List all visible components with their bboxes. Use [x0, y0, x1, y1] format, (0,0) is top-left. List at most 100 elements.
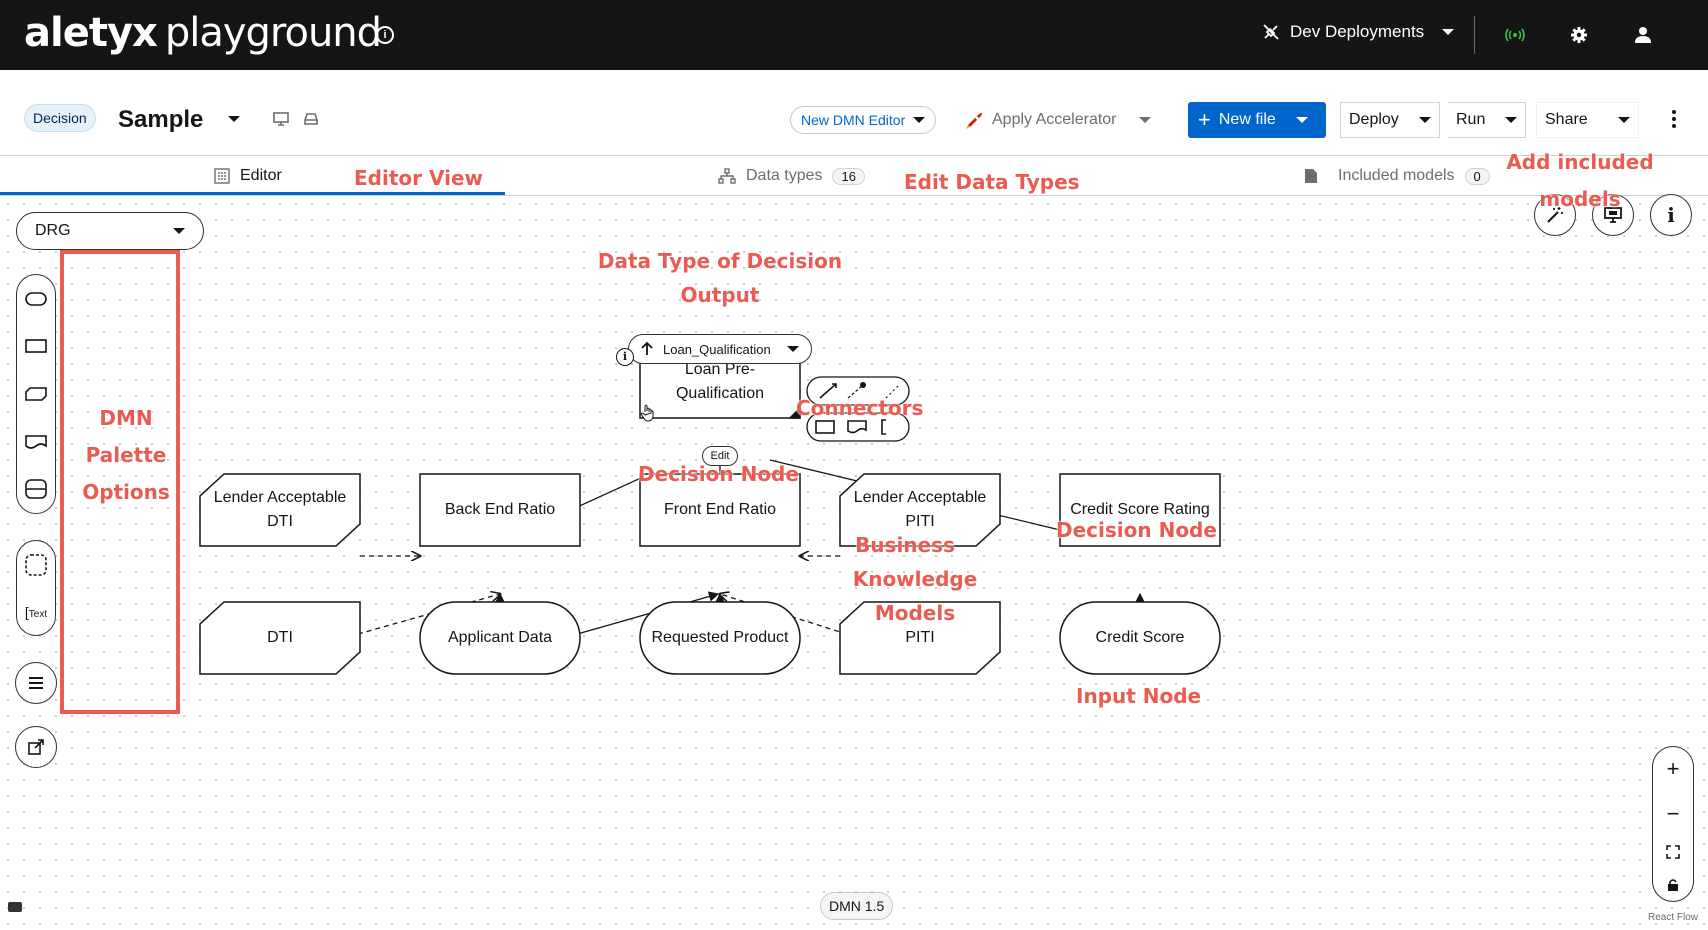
tab-included-models[interactable]: Included models 0 [1304, 156, 1490, 196]
bkm-node-piti[interactable]: PITI [905, 629, 935, 646]
zoom-out-icon[interactable]: − [1666, 800, 1680, 826]
chevron-down-icon [913, 117, 926, 123]
auto-layout-wand-icon[interactable] [1534, 194, 1576, 236]
drg-view-select[interactable]: DRG [16, 212, 204, 250]
edit-node-button[interactable]: Edit [702, 446, 738, 466]
palette-group-icon[interactable] [16, 541, 56, 588]
decision-node-front-end-ratio[interactable]: Front End Ratio [663, 501, 777, 518]
editor-version-select[interactable]: New DMN Editor [790, 106, 937, 134]
palette-annotation: DMN Palette Options [82, 406, 170, 504]
palette-bkm-icon[interactable] [16, 370, 56, 418]
input-node-applicant-data[interactable]: Applicant Data [447, 629, 553, 646]
bkm-node-lender-acceptable-dti[interactable]: Lender Acceptable DTI [213, 489, 347, 530]
rocket-icon [966, 112, 983, 129]
react-flow-attribution[interactable]: React Flow [1648, 912, 1699, 923]
hierarchy-icon [718, 168, 736, 184]
palette-knowledge-source-icon[interactable] [16, 418, 56, 466]
data-type-annotation: Data Type of Decision Output [597, 249, 843, 307]
connectors-popover[interactable] [806, 376, 910, 444]
chevron-down-icon [787, 346, 799, 352]
deployments-label: Dev Deployments [1290, 22, 1425, 41]
list-view-icon[interactable] [15, 662, 57, 704]
annotation-palette: [Text [16, 540, 56, 636]
accelerator-label: Apply Accelerator [992, 111, 1117, 128]
dmn-canvas[interactable]: DRG [Text i DMN Palette Options [0, 194, 1708, 930]
hand-cursor-icon [640, 404, 656, 427]
brand-name: aletyx [24, 10, 158, 56]
plus-icon: + [1198, 107, 1211, 132]
chevron-down-icon [1617, 117, 1630, 123]
editor-view-annotation: Editor View [354, 166, 483, 190]
new-file-label: New file [1218, 111, 1276, 128]
bkm-node-dti[interactable]: DTI [267, 629, 293, 646]
run-button[interactable]: Run [1448, 102, 1527, 138]
share-button[interactable]: Share [1536, 102, 1639, 138]
output-data-type-selector[interactable]: Loan_Qualification [628, 334, 812, 364]
properties-info-icon[interactable]: i [1650, 194, 1692, 236]
decision-node-back-end-ratio[interactable]: Back End Ratio [444, 501, 556, 518]
bkm-annotation: Business Knowledge Models [852, 533, 978, 625]
arrow-up-icon [641, 342, 653, 355]
chevron-down-icon [173, 228, 185, 234]
connection-status-icon[interactable] [1502, 22, 1528, 48]
drg-label: DRG [35, 222, 71, 239]
input-node-annotation: Input Node [1076, 684, 1202, 708]
text-tool-label: Text [28, 608, 48, 620]
new-file-button[interactable]: + New file [1188, 102, 1326, 138]
user-account-icon[interactable] [1630, 22, 1656, 48]
input-node-credit-score[interactable]: Credit Score [1095, 629, 1185, 646]
input-node-requested-product[interactable]: Requested Product [651, 629, 789, 646]
divider [1474, 16, 1475, 54]
tab-data-types-label: Data types [746, 167, 823, 184]
node-palette [16, 274, 56, 514]
dmn-version-badge: DMN 1.5 [820, 892, 894, 920]
kebab-menu-icon[interactable] [1672, 110, 1676, 128]
chevron-down-icon [1295, 117, 1308, 123]
deployments-dropdown[interactable]: Dev Deployments [1262, 22, 1455, 42]
deploy-button[interactable]: Deploy [1340, 102, 1440, 138]
lock-icon[interactable] [1667, 878, 1679, 892]
storage-drive-icon[interactable] [303, 112, 319, 126]
desktop-icon[interactable] [273, 112, 289, 126]
keyboard-shortcuts-icon[interactable] [8, 902, 22, 912]
editor-tabs: Editor Data types 16 Included models 0 [0, 156, 1708, 196]
external-link-icon[interactable] [15, 726, 57, 768]
chevron-down-icon [1442, 29, 1455, 35]
brand-product: playground [164, 10, 382, 56]
editor-grid-icon [214, 168, 230, 184]
palette-decision-service-icon[interactable] [16, 465, 56, 513]
palette-decision-icon[interactable] [16, 323, 56, 371]
file-name[interactable]: Sample [118, 106, 204, 133]
chevron-down-icon [1418, 117, 1431, 123]
palette-input-data-icon[interactable] [16, 275, 56, 323]
chevron-down-icon [1138, 117, 1151, 123]
decision-node-loan-prequalification[interactable]: Loan Pre-Qualification [675, 361, 765, 402]
overlays-monitor-icon[interactable] [1592, 194, 1634, 236]
settings-gear-icon[interactable] [1566, 22, 1592, 48]
decision-node-annotation-main: Decision Node [638, 462, 799, 486]
bkm-node-lender-acceptable-piti[interactable]: Lender Acceptable PITI [853, 489, 987, 530]
file-type-badge: Decision [24, 104, 96, 132]
connectors-annotation: Connectors [796, 396, 924, 420]
tab-editor[interactable]: Editor [214, 156, 282, 196]
chevron-down-icon [1505, 117, 1518, 123]
node-info-icon[interactable]: i [616, 348, 634, 366]
zoom-controls: + − [1652, 746, 1694, 902]
disconnected-plug-icon [1263, 24, 1279, 40]
edit-data-types-annotation: Edit Data Types [904, 170, 1080, 194]
share-label: Share [1545, 111, 1588, 128]
fit-view-icon[interactable] [1666, 845, 1680, 860]
zoom-in-icon[interactable]: + [1666, 756, 1680, 782]
palette-text-annotation[interactable]: [Text [24, 603, 48, 620]
file-menu-chevron-down-icon[interactable] [228, 116, 240, 122]
about-info-icon[interactable]: i [376, 26, 394, 44]
apply-accelerator-button[interactable]: Apply Accelerator [964, 104, 1151, 136]
palette-highlight-box [60, 250, 180, 714]
decision-node-credit-score-rating[interactable]: Credit Score Rating [1070, 501, 1210, 518]
deploy-label: Deploy [1349, 111, 1399, 128]
file-icon [1305, 169, 1317, 183]
tab-data-types[interactable]: Data types 16 [718, 156, 865, 196]
run-label: Run [1456, 111, 1486, 128]
